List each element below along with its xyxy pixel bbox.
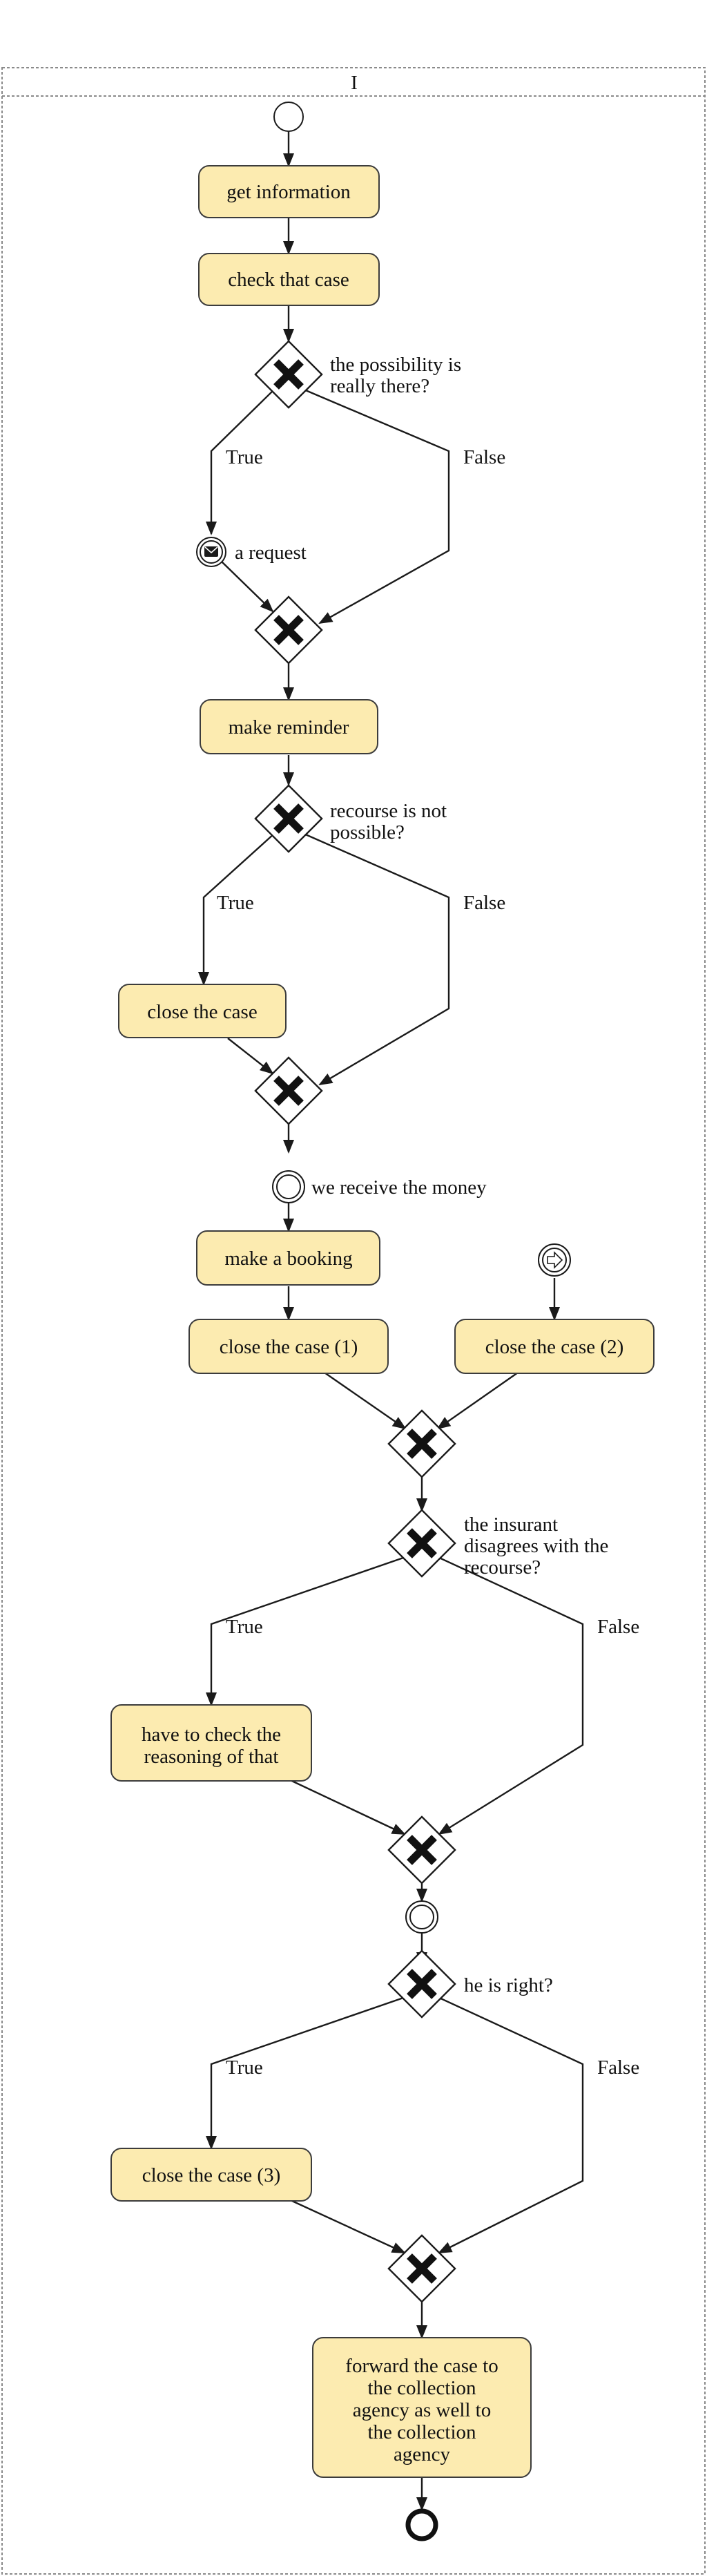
money-event-label: we receive the money — [311, 1176, 487, 1199]
task-forward-the-case: forward the case to the collection agenc… — [312, 2337, 532, 2478]
g4-true-label: True — [226, 2057, 263, 2079]
gateway-insurant-label: the insurant disagrees with the recourse… — [464, 1514, 608, 1578]
flow-request-to-merge-1 — [221, 561, 274, 613]
arrow-right-icon — [547, 1251, 563, 1269]
g3-false-label: False — [597, 1616, 639, 1638]
gateway-recourse — [254, 784, 323, 853]
x-icon — [407, 1835, 437, 1865]
flow-close-2-to-merge-3 — [436, 1372, 519, 1430]
gateway-recourse-label-line-1: recourse is not — [330, 800, 447, 822]
g2-false-label: False — [463, 892, 505, 914]
task-forward-the-case-label-line-2: the collection — [367, 2377, 476, 2399]
task-close-the-case: close the case — [118, 984, 287, 1038]
gateway-insurant-label-line-3: recourse? — [464, 1556, 541, 1578]
task-get-information: get information — [198, 165, 380, 218]
gateway-recourse-label-line-2: possible? — [330, 821, 405, 843]
task-close-the-case-2: close the case (2) — [454, 1319, 655, 1374]
envelope-icon — [204, 546, 218, 557]
task-forward-the-case-label-line-5: agency — [394, 2443, 451, 2465]
flow-g3-false — [436, 1555, 584, 1835]
gateway-he-is-right — [387, 1949, 456, 2019]
gateway-merge-2 — [254, 1056, 323, 1125]
x-icon — [273, 1076, 304, 1106]
x-icon — [273, 615, 304, 645]
gateway-merge-4 — [387, 1815, 456, 1885]
x-icon — [273, 803, 304, 834]
x-icon — [273, 359, 304, 390]
pool: I — [1, 67, 706, 2575]
gateway-merge-1 — [254, 595, 323, 665]
gateway-possibility — [254, 340, 323, 409]
g1-true-label: True — [226, 446, 263, 468]
task-close-the-case-3-label: close the case (3) — [142, 2164, 280, 2186]
flow-have-to-check-to-merge-4 — [284, 1776, 406, 1835]
task-close-the-case-3: close the case (3) — [110, 2148, 312, 2202]
gateway-merge-3 — [387, 1409, 456, 1478]
g4-false-label: False — [597, 2057, 639, 2079]
x-icon — [407, 1528, 437, 1558]
message-event-label: a request — [235, 542, 307, 564]
flow-g2-true — [198, 832, 275, 986]
task-check-that-case-label: check that case — [228, 269, 349, 291]
flow-labels: True False True False True False True Fa… — [217, 446, 639, 2079]
flow-close-3-to-merge-5 — [284, 2196, 406, 2254]
flow-g1-false — [302, 388, 450, 624]
x-icon — [407, 1429, 437, 1459]
x-icon — [407, 2253, 437, 2284]
g1-false-label: False — [463, 446, 505, 468]
task-forward-the-case-label-line-4: the collection — [367, 2421, 476, 2443]
message-start-event — [538, 1243, 571, 1277]
flow-g4-true — [206, 1995, 408, 2150]
task-forward-the-case-label-line-3: agency as well to — [353, 2399, 492, 2421]
pool-border — [1, 67, 706, 2575]
g2-true-label: True — [217, 892, 254, 914]
task-make-reminder-label: make reminder — [229, 716, 349, 738]
gateway-merge-5 — [387, 2234, 456, 2303]
task-check-that-case: check that case — [198, 253, 380, 306]
gateway-he-is-right-label-line-1: he is right? — [464, 1974, 553, 1996]
message-intermediate-event: a request — [196, 537, 307, 567]
sequence-flows — [198, 131, 584, 2511]
task-have-to-check-label-line-2: reasoning of that — [144, 1746, 279, 1768]
gateway-possibility-label-line-2: really there? — [330, 375, 429, 397]
gateway-recourse-label: recourse is not possible? — [330, 800, 447, 843]
money-intermediate-event: we receive the money — [272, 1170, 487, 1203]
flow-g4-false — [436, 1995, 584, 2254]
task-make-reminder: make reminder — [200, 699, 378, 754]
start-event — [273, 102, 304, 132]
gateway-insurant-label-line-2: disagrees with the — [464, 1535, 608, 1557]
gateway-insurant-label-line-1: the insurant — [464, 1514, 558, 1536]
pool-name: I — [351, 72, 358, 94]
task-get-information-label: get information — [226, 181, 351, 203]
flow-g2-false — [302, 832, 450, 1086]
end-event — [405, 2508, 438, 2541]
g3-true-label: True — [226, 1616, 263, 1638]
task-close-the-case-1: close the case (1) — [188, 1319, 389, 1374]
flow-g3-true — [206, 1555, 408, 1706]
task-make-a-booking: make a booking — [196, 1230, 380, 1286]
task-close-the-case-2-label: close the case (2) — [485, 1336, 623, 1358]
flow-close-case-to-merge-2 — [227, 1038, 274, 1075]
task-close-the-case-label: close the case — [147, 1001, 257, 1023]
flow-close-1-to-merge-3 — [324, 1372, 407, 1430]
task-have-to-check: have to check the reasoning of that — [110, 1704, 312, 1782]
task-have-to-check-label-line-1: have to check the — [142, 1724, 281, 1746]
task-make-a-booking-label: make a booking — [224, 1248, 352, 1270]
x-icon — [407, 1969, 437, 1999]
start-event-circle — [273, 102, 304, 132]
gateway-possibility-label-line-1: the possibility is — [330, 354, 461, 376]
gateway-insurant — [387, 1509, 456, 1578]
end-event-circle — [405, 2508, 438, 2541]
flow-g1-true — [206, 388, 275, 535]
task-close-the-case-1-label: close the case (1) — [220, 1336, 358, 1358]
task-forward-the-case-label-line-1: forward the case to — [345, 2355, 498, 2377]
gateway-possibility-label: the possibility is really there? — [330, 354, 461, 397]
plain-intermediate-event — [405, 1900, 438, 1934]
gateway-he-is-right-label: he is right? — [464, 1974, 553, 1996]
